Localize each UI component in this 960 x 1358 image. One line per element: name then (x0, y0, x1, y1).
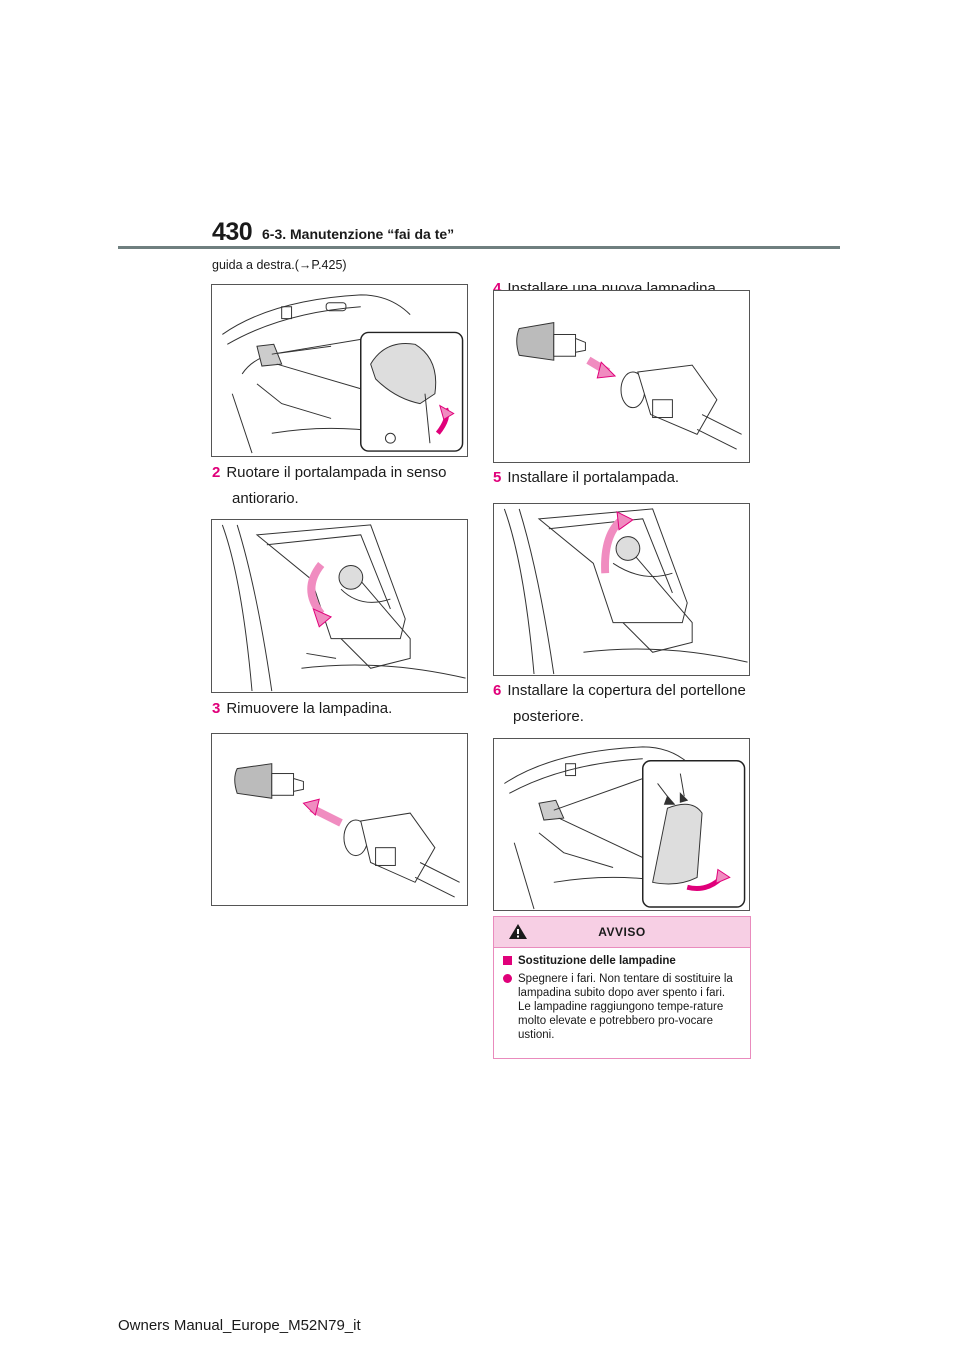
footer: Owners Manual_Europe_M52N79_it (118, 1317, 361, 1334)
warning-box: AVVISO Sostituzione delle lampadine Speg… (493, 916, 751, 1059)
warning-title: AVVISO (598, 925, 646, 939)
section-title: 6-3. Manutenzione “fai da te” (262, 226, 455, 242)
figure-install-bulb-holder (493, 503, 750, 676)
square-bullet-icon (503, 956, 512, 965)
warning-item-text: Spegnere i fari. Non tentare di sostitui… (518, 973, 733, 1041)
step-number: 3 (212, 700, 221, 717)
step-number: 2 (212, 464, 221, 481)
step-text: Ruotare il portalampada in senso (226, 464, 447, 481)
figure-remove-bulb (211, 733, 468, 906)
step-text-line2: posteriore. (513, 708, 584, 725)
warning-heading: Sostituzione delle lampadine (503, 954, 741, 968)
warning-icon (509, 924, 527, 939)
step-5: 5 Installare il portalampada. (493, 465, 679, 491)
step-3: 3 Rimuovere la lampadina. (212, 696, 392, 722)
warning-header: AVVISO (494, 917, 750, 948)
header-rule (118, 246, 840, 249)
page-number: 430 (212, 218, 253, 246)
figure-install-tailgate-cover (493, 738, 750, 911)
step-text: Installare la copertura del portellone (507, 682, 746, 699)
continuation-text: guida a destra.(→P.425) (212, 258, 347, 272)
figure-rotate-bulb-holder (211, 519, 468, 693)
step-number: 6 (493, 682, 502, 699)
warning-item: Spegnere i fari. Non tentare di sostitui… (503, 972, 741, 1042)
figure-install-bulb (493, 290, 750, 463)
step-number: 4 (493, 280, 502, 297)
step-text: Installare il portalampada. (507, 469, 680, 486)
figure-tailgate-cover-removal (211, 284, 468, 457)
step-text-line2: antiorario. (232, 490, 299, 507)
step-text: Rimuovere la lampadina. (226, 700, 393, 717)
step-number: 5 (493, 469, 502, 486)
warning-heading-text: Sostituzione delle lampadine (518, 955, 676, 967)
step-2: 2 Ruotare il portalampada in senso antior… (212, 460, 446, 512)
warning-body: Sostituzione delle lampadine Spegnere i … (494, 948, 750, 1042)
circle-bullet-icon (503, 974, 512, 983)
